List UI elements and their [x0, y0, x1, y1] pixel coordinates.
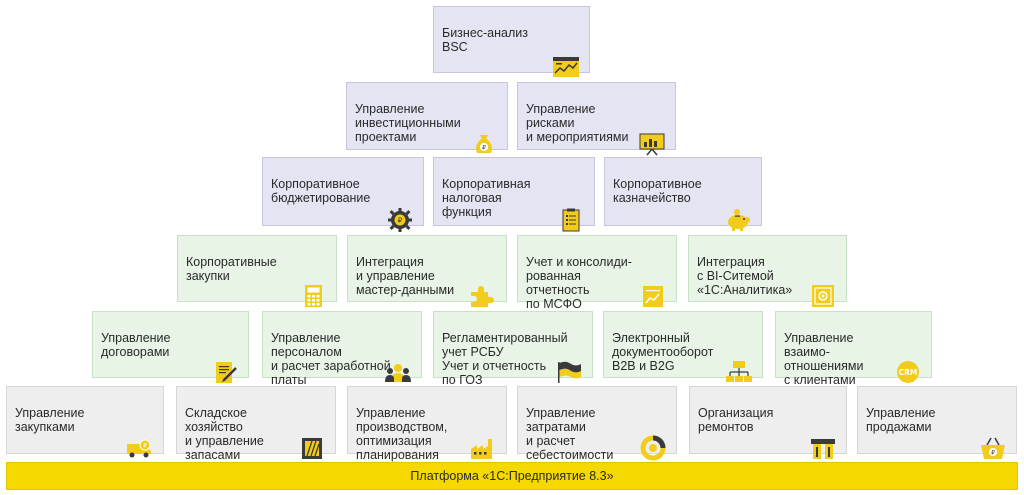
- tile-label: Управление договорами: [101, 331, 171, 359]
- platform-label: Платформа «1С:Предприятие 8.3»: [410, 469, 614, 483]
- tile-corporate-budgeting[interactable]: Корпоративное бюджетирование ₽: [262, 157, 424, 232]
- tile-rsbu-accounting[interactable]: Регламентированный учет РСБУ Учет и отче…: [433, 311, 593, 387]
- tile-master-data[interactable]: Интеграция и управление мастер-данными: [347, 235, 507, 307]
- tile-label: Управление закупками: [15, 406, 85, 434]
- tile-corporate-treasury[interactable]: Корпоративное казначейство: [604, 157, 762, 231]
- tile-label: Электронный документооборот B2B и B2G: [612, 331, 714, 373]
- tile-label: Корпоративное бюджетирование: [271, 177, 371, 205]
- svg-text:₽: ₽: [991, 450, 995, 457]
- tile-label: Управление производством, оптимизация пл…: [356, 406, 448, 462]
- crm-badge-text: CRM: [899, 368, 918, 377]
- tile-business-analysis-bsc[interactable]: Бизнес-анализ BSC: [433, 6, 590, 77]
- tile-label: Управление рисками и мероприятиями: [526, 102, 629, 144]
- tile-label: Управление инвестиционными проектами: [355, 102, 461, 144]
- flag-icon: [554, 345, 584, 383]
- tile-hr-payroll[interactable]: Управление персоналом и расчет заработно…: [262, 311, 422, 387]
- shopping-basket-icon: ₽: [978, 421, 1008, 459]
- tile-repairs[interactable]: Организация ремонтов: [689, 386, 847, 459]
- tile-label: Корпоративные закупки: [186, 255, 277, 283]
- tools-icon: [808, 421, 838, 459]
- donut-chart-icon: [638, 421, 668, 461]
- people-group-icon: [383, 345, 413, 382]
- tile-label: Управление продажами: [866, 406, 936, 434]
- platform-bar: Платформа «1С:Предприятие 8.3»: [6, 462, 1018, 490]
- tile-bi-integration[interactable]: Интеграция с BI-Ситемой «1С:Аналитика»: [688, 235, 847, 307]
- warehouse-shelf-icon: [297, 421, 327, 459]
- tile-corporate-purchasing[interactable]: Корпоративные закупки: [177, 235, 337, 307]
- tile-cost-management[interactable]: Управление затратами и расчет себестоимо…: [517, 386, 677, 462]
- tile-label: Управление персоналом и расчет заработно…: [271, 331, 391, 387]
- tile-sales[interactable]: Управление продажами ₽: [857, 386, 1017, 459]
- tile-label: Корпоративная налоговая функция: [442, 177, 531, 219]
- svg-text:₽: ₽: [482, 145, 486, 152]
- tile-label: Управление взаимо- отношениями с клиента…: [784, 331, 864, 387]
- tile-label: Регламентированный учет РСБУ Учет и отче…: [442, 331, 568, 387]
- dashboard-icon: [808, 269, 838, 307]
- puzzle-icon: [468, 269, 498, 307]
- network-icon: [724, 345, 754, 382]
- piggy-bank-icon: [723, 193, 753, 231]
- money-bag-icon: ₽: [469, 117, 499, 153]
- tile-label: Учет и консолиди- рованная отчетность по…: [526, 255, 632, 311]
- calculator-icon: [298, 269, 328, 307]
- tile-edo-b2b-b2g[interactable]: Электронный документооборот B2B и B2G: [603, 311, 763, 382]
- tile-label: Бизнес-анализ BSC: [442, 26, 528, 54]
- truck-icon: ₽: [125, 421, 155, 458]
- tile-investment-projects[interactable]: Управление инвестиционными проектами ₽: [346, 82, 508, 153]
- tile-label: Управление затратами и расчет себестоимо…: [526, 406, 614, 462]
- tile-contract-management[interactable]: Управление договорами: [92, 311, 249, 383]
- tile-ifrs-reporting[interactable]: Учет и консолиди- рованная отчетность по…: [517, 235, 677, 311]
- factory-icon: [468, 421, 498, 459]
- chart-window-icon: [551, 40, 581, 77]
- tile-procurement[interactable]: Управление закупками ₽: [6, 386, 164, 458]
- tile-tax-function[interactable]: Корпоративная налоговая функция: [433, 157, 595, 232]
- tile-label: Корпоративное казначейство: [613, 177, 702, 205]
- document-pen-icon: [210, 345, 240, 383]
- tile-label: Интеграция и управление мастер-данными: [356, 255, 455, 297]
- tile-label: Интеграция с BI-Ситемой «1С:Аналитика»: [697, 255, 793, 297]
- tile-risk-management[interactable]: Управление рисками и мероприятиями: [517, 82, 676, 156]
- crm-badge-icon: CRM: [893, 345, 923, 383]
- report-chart-icon: [638, 269, 668, 307]
- tile-crm[interactable]: Управление взаимо- отношениями с клиента…: [775, 311, 932, 387]
- gear-icon: ₽: [385, 193, 415, 232]
- clipboard-icon: [556, 193, 586, 232]
- presentation-board-icon: [637, 117, 667, 156]
- tile-label: Складское хозяйство и управление запасам…: [185, 406, 264, 462]
- tile-warehouse[interactable]: Складское хозяйство и управление запасам…: [176, 386, 336, 462]
- svg-text:₽: ₽: [398, 217, 403, 225]
- svg-text:₽: ₽: [143, 443, 147, 450]
- tile-label: Организация ремонтов: [698, 406, 774, 434]
- tile-production[interactable]: Управление производством, оптимизация пл…: [347, 386, 507, 462]
